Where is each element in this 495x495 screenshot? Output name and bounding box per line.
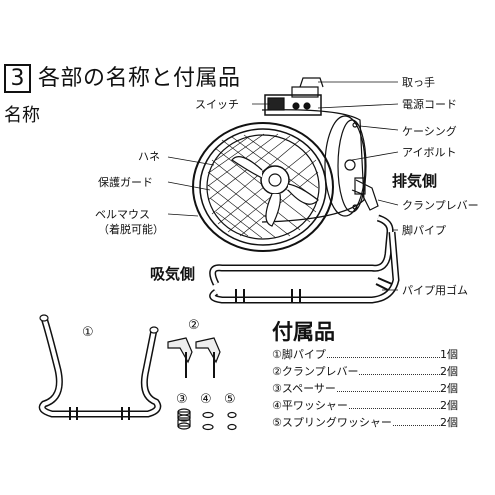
eye-bolt-icon xyxy=(344,159,356,171)
clamp-lever-icon xyxy=(351,179,379,211)
marker-part-4: ④ xyxy=(200,392,212,407)
accessory-name: ②クランプレバー xyxy=(272,365,359,379)
accessory-spring-washer-icon xyxy=(227,411,237,431)
accessory-flat-washer-icon xyxy=(202,411,214,431)
accessory-name: ⑤スプリングワッシャー xyxy=(272,416,392,430)
section-title: 各部の名称と付属品 xyxy=(38,66,241,91)
fan-leg-stand xyxy=(209,214,400,304)
fan-front xyxy=(192,122,334,252)
label-exhaust-side: 排気側 xyxy=(392,172,438,190)
label-power-cord: 電源コード xyxy=(402,98,457,111)
leader-lines xyxy=(167,81,399,291)
label-switch: スイッチ xyxy=(195,98,239,111)
label-bellmouth: ベルマウス xyxy=(95,208,150,221)
accessory-qty: 2個 xyxy=(440,365,458,379)
fan-casing xyxy=(261,109,367,223)
label-eye-bolt: アイボルト xyxy=(402,146,457,159)
marker-part-3: ③ xyxy=(176,392,188,407)
accessory-spacer-icon xyxy=(177,408,191,430)
label-intake-side: 吸気側 xyxy=(150,265,196,283)
label-bellmouth-note: （着脱可能） xyxy=(98,223,164,236)
section-number: 3 xyxy=(4,64,31,93)
label-pipe-rubber: パイプ用ゴム xyxy=(402,284,468,297)
label-guard: 保護ガード xyxy=(98,176,153,189)
accessories-title: 付属品 xyxy=(272,320,335,344)
marker-part-5: ⑤ xyxy=(224,392,236,407)
accessory-name: ③スペーサー xyxy=(272,382,336,396)
accessory-qty: 2個 xyxy=(440,399,458,413)
label-handle: 取っ手 xyxy=(402,76,435,89)
marker-part-2: ② xyxy=(188,318,200,333)
subsection-title: 名称 xyxy=(4,105,40,126)
fan-handle xyxy=(264,77,324,116)
accessory-qty: 2個 xyxy=(440,416,458,430)
accessory-clamp-lever-icon xyxy=(167,337,221,378)
accessory-leg-pipe-icon xyxy=(38,314,162,420)
label-blade: ハネ xyxy=(138,150,160,163)
label-clamp-lever: クランプレバー xyxy=(402,199,479,212)
label-leg-pipe: 脚パイプ xyxy=(402,224,446,237)
accessory-qty: 2個 xyxy=(440,382,458,396)
accessory-name: ④平ワッシャー xyxy=(272,399,348,413)
accessory-qty: 1個 xyxy=(440,348,458,362)
label-casing: ケーシング xyxy=(402,125,457,138)
accessory-name: ①脚パイプ xyxy=(272,348,326,362)
marker-part-1: ① xyxy=(82,325,94,340)
